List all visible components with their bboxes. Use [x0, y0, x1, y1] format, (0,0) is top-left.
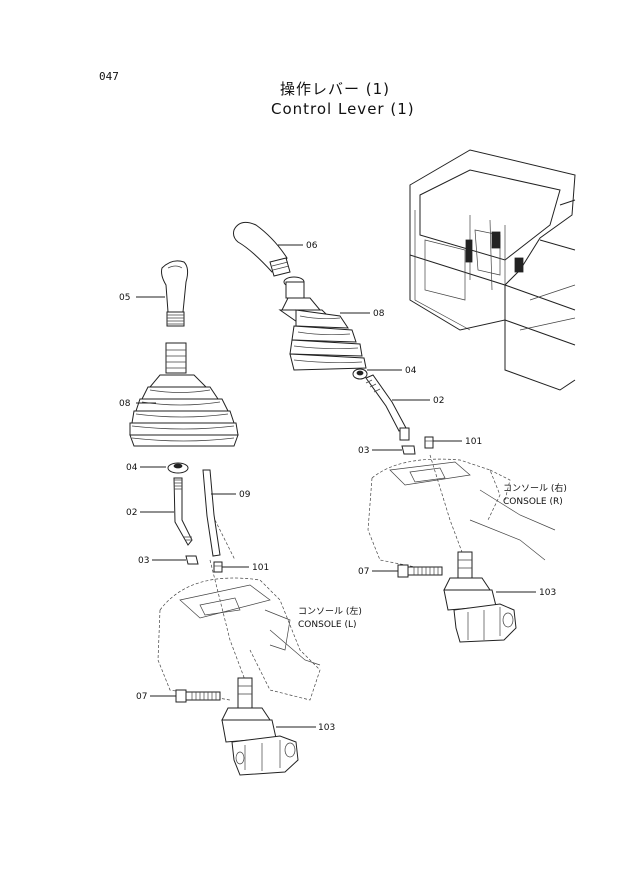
lever-rod-02-left [173, 477, 193, 546]
page-number: 047 [99, 70, 119, 83]
callout-02-right: 02 [433, 396, 444, 406]
console-left-label-en: CONSOLE (L) [298, 620, 357, 630]
bushing-03-right [401, 445, 416, 455]
console-right-illustration [367, 454, 556, 571]
callout-08-right: 08 [373, 309, 385, 319]
callout-09: 09 [239, 490, 251, 500]
callout-08-left: 08 [119, 399, 131, 409]
boot-08-right [278, 276, 367, 371]
page-title-japanese: 操作レバー (1) [280, 80, 391, 98]
callout-05: 05 [119, 293, 130, 303]
callout-06: 06 [306, 241, 318, 251]
callout-03-right: 03 [358, 446, 369, 456]
callout-07-right: 07 [358, 567, 369, 577]
page-title-english: Control Lever (1) [271, 100, 415, 118]
callout-101-left: 101 [252, 563, 269, 573]
console-left-illustration [157, 519, 321, 701]
boot-08-left [129, 342, 239, 447]
callout-101-right: 101 [465, 437, 482, 447]
nut-04-left [167, 462, 189, 474]
console-left-label-jp: コンソール (左) [298, 605, 362, 617]
grip-05-left [161, 260, 189, 327]
callout-02-left: 02 [126, 508, 137, 518]
callout-103-left: 103 [318, 723, 335, 733]
lever-rod-02-right [365, 374, 410, 441]
pilot-valve-103-right [443, 551, 517, 643]
bolt-07-left [175, 689, 221, 703]
screw-101-right [424, 436, 434, 449]
callout-04-left: 04 [126, 463, 138, 473]
bushing-03-left [185, 555, 199, 565]
callout-04-right: 04 [405, 366, 417, 376]
bolt-07-right [397, 564, 443, 578]
nut-04-right [352, 368, 368, 380]
console-right-label-en: CONSOLE (R) [503, 497, 563, 507]
callout-03-left: 03 [138, 556, 149, 566]
excavator-cab-illustration [409, 149, 576, 391]
callout-07-left: 07 [136, 692, 147, 702]
pilot-valve-103-left [221, 677, 299, 776]
tube-09 [202, 469, 221, 557]
screw-101-left [213, 561, 223, 573]
callout-103-right: 103 [539, 588, 556, 598]
grip-06-right [233, 221, 291, 277]
console-right-label-jp: コンソール (右) [503, 482, 567, 494]
